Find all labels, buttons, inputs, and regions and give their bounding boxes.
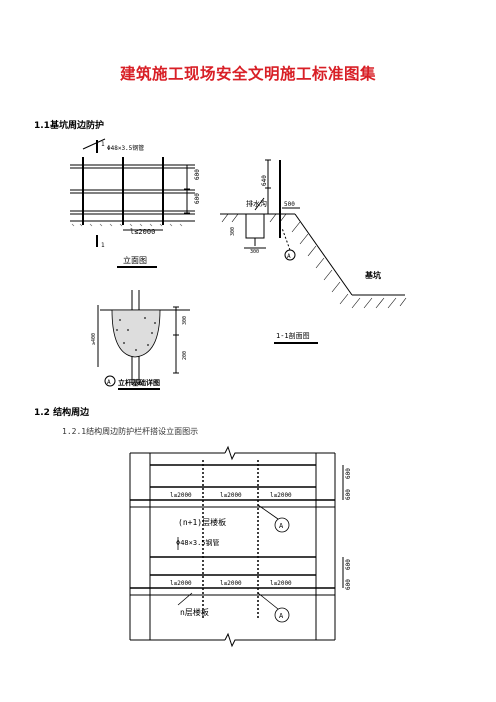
- dim-500: 500: [284, 201, 295, 208]
- spacing-2: l≤2000: [220, 492, 242, 499]
- elevation-caption: 立面图: [123, 255, 147, 265]
- dim-left: ≥400: [91, 333, 97, 345]
- dim-upper: 600: [194, 169, 201, 180]
- section-mark-top: 1: [101, 141, 105, 148]
- dim-d: 600: [345, 579, 352, 590]
- lower-slab-label: n层楼板: [180, 607, 209, 617]
- dim-a: 600: [345, 468, 352, 479]
- dim-c: 600: [345, 559, 352, 570]
- spacing-4: l≤2000: [170, 580, 192, 587]
- pipe-label: Φ48×3.5钢管: [107, 144, 144, 152]
- dim-lower: 600: [194, 193, 201, 204]
- drain-label: 排水沟: [246, 199, 267, 208]
- upper-slab-label: (n+1)层楼板: [178, 517, 226, 527]
- spacing-6: l≤2000: [270, 580, 292, 587]
- detail-mark-circle: [274, 517, 290, 533]
- dim-right-top: 300: [182, 316, 188, 325]
- detail-mark: A: [107, 379, 111, 386]
- dim-b: 600: [345, 489, 352, 500]
- dim-300-horizontal: 300: [250, 249, 259, 255]
- section-1-1-drawing: 640 500 排水沟 300 300 A 基坑 1-1剖面图: [220, 159, 407, 344]
- drain-ditch: [245, 213, 265, 239]
- subsection-heading-1-2-1: 1.2.1结构周边防护栏杆搭设立面图示: [62, 427, 199, 436]
- document-title: 建筑施工现场安全文明施工标准图集: [119, 65, 376, 83]
- detail-mark-lower: A: [279, 612, 284, 620]
- section-heading-1-1: 1.1基坑周边防护: [34, 121, 104, 131]
- detail-mark-circle: [104, 375, 116, 387]
- pipe-label: Φ48×3.5钢管: [176, 538, 220, 547]
- section-heading-1-2: 1.2 结构周边: [34, 408, 90, 418]
- dim-640: 640: [261, 175, 268, 186]
- spacing-label: l≤2000: [130, 228, 155, 236]
- dim-300-vertical: 300: [230, 227, 236, 236]
- spacing-1: l≤2000: [170, 492, 192, 499]
- dim-right-bottom: 200: [182, 351, 188, 360]
- spacing-3: l≤2000: [270, 492, 292, 499]
- foundation-caption: 立杆基础详图: [118, 378, 160, 387]
- detail-mark-upper: A: [279, 522, 284, 530]
- structure-elevation-drawing: l≤2000 l≤2000 l≤2000 l≤2000 l≤2000 l≤200…: [129, 445, 352, 648]
- section-mark-bottom: 1: [101, 242, 105, 249]
- spacing-5: l≤2000: [220, 580, 242, 587]
- foundation-detail-drawing: ≥400 300 200 A 立杆基础详图: [91, 290, 190, 390]
- pit-label: 基坑: [364, 270, 381, 280]
- elevation-drawing: Φ48×3.5钢管 l≤2000 600 600 1 1 立面图: [70, 138, 201, 268]
- detail-mark: A: [287, 253, 291, 260]
- detail-mark-circle: [274, 607, 290, 623]
- section-caption: 1-1剖面图: [276, 331, 310, 340]
